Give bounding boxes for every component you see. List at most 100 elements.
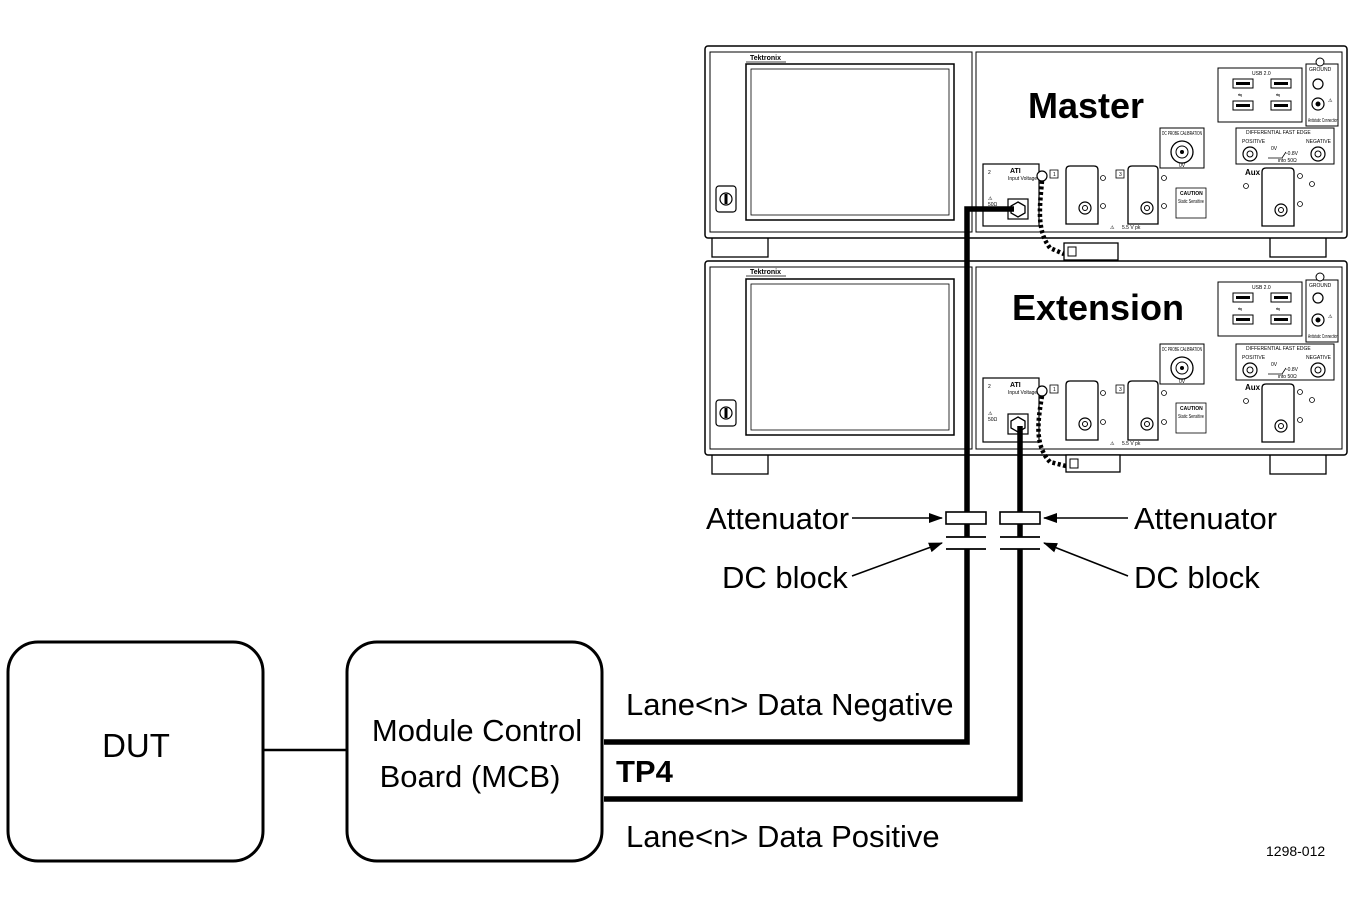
warning-icon: ⚠ — [988, 411, 993, 417]
warning-icon: ⚠ — [1110, 441, 1115, 447]
master-brand: Tektronix — [750, 55, 781, 62]
svg-text:NEGATIVE: NEGATIVE — [1306, 139, 1332, 145]
usb-icon: ⇋ — [1238, 93, 1242, 99]
svg-text:USB 2.0: USB 2.0 — [1252, 285, 1271, 291]
master-foot-right — [1269, 236, 1327, 258]
svg-text:1: 1 — [1053, 172, 1056, 178]
extension-foot-right — [1269, 453, 1327, 475]
svg-text:ATI: ATI — [1010, 382, 1021, 389]
cable-negative — [604, 206, 1014, 745]
dc-block-left — [940, 536, 992, 550]
extension-dc-probe-cal: DC PROBE CALIBRATION 0V — [1159, 343, 1205, 385]
svg-text:3: 3 — [1119, 172, 1122, 178]
extension-caution-label: CAUTION Static Sensitive — [1175, 402, 1207, 434]
svg-text:into 50Ω: into 50Ω — [1278, 158, 1297, 164]
svg-text:0V: 0V — [1271, 362, 1278, 368]
extension-ati-input: 2 ATI Input Voltage ⚠ 50Ω — [982, 377, 1040, 443]
extension-diff-fast-edge: DIFFERENTIAL FAST EDGE POSITIVE NEGATIVE… — [1235, 343, 1335, 381]
svg-text:POSITIVE: POSITIVE — [1242, 139, 1266, 145]
extension-foot-left — [711, 453, 769, 475]
label-dc-block-left: DC block — [722, 560, 848, 595]
svg-text:-0.8V: -0.8V — [1286, 151, 1299, 157]
attenuator-right — [999, 511, 1041, 525]
svg-text:5.5 V pk: 5.5 V pk — [1122, 441, 1141, 447]
svg-text:DC PROBE CALIBRATION: DC PROBE CALIBRATION — [1162, 131, 1202, 137]
extension-channel-1: 1 — [1049, 380, 1106, 441]
svg-text:0V: 0V — [1179, 379, 1186, 385]
svg-text:2: 2 — [988, 170, 991, 176]
svg-text:GROUND: GROUND — [1309, 283, 1332, 289]
svg-text:DC PROBE CALIBRATION: DC PROBE CALIBRATION — [1162, 347, 1202, 353]
svg-text:Input Voltage: Input Voltage — [1008, 390, 1037, 396]
extension-power-button — [715, 399, 737, 427]
master-diff-fast-edge: DIFFERENTIAL FAST EDGE POSITIVE NEGATIVE… — [1235, 127, 1335, 165]
master-channel-1: 1 — [1049, 165, 1106, 225]
extension-name: Extension — [1012, 287, 1184, 328]
usb-icon: ⇋ — [1238, 307, 1242, 313]
svg-text:50Ω: 50Ω — [988, 417, 998, 423]
dut-block: DUT — [6, 640, 265, 863]
mcb-label-line1: Module Control — [372, 713, 582, 748]
master-usb-panel: USB 2.0 ⇋ ⇋ — [1217, 67, 1303, 123]
svg-text:Static Sensitive: Static Sensitive — [1178, 199, 1204, 205]
inline-components — [940, 511, 1046, 550]
extension-display — [745, 278, 955, 436]
dut-label: DUT — [102, 727, 170, 764]
master-display — [745, 63, 955, 221]
svg-text:3: 3 — [1119, 387, 1122, 393]
cable-positive — [604, 426, 1023, 802]
master-instrument: Tektronix Master USB 2.0 ⇋ ⇋ — [704, 45, 1348, 261]
label-attenuator-right: Attenuator — [1134, 501, 1277, 536]
svg-text:Antistatic Connection: Antistatic Connection — [1308, 334, 1338, 340]
svg-text:CAUTION: CAUTION — [1180, 191, 1203, 197]
dc-block-right — [994, 536, 1046, 550]
label-dc-block-right: DC block — [1134, 560, 1260, 595]
svg-text:DIFFERENTIAL FAST EDGE: DIFFERENTIAL FAST EDGE — [1246, 130, 1311, 136]
master-aux-in: Aux In — [1243, 167, 1315, 227]
svg-text:ATI: ATI — [1010, 168, 1021, 175]
svg-text:NEGATIVE: NEGATIVE — [1306, 355, 1332, 361]
usb-icon: ⇋ — [1276, 93, 1280, 99]
master-foot-left — [711, 236, 769, 258]
label-tp4: TP4 — [616, 754, 674, 789]
svg-text:50Ω: 50Ω — [988, 202, 998, 208]
arrow-dc-block-left — [851, 542, 943, 577]
figure-number: 1298-012 — [1266, 843, 1325, 859]
master-ati-input: 2 ATI Input Voltage ⚠ 50Ω — [982, 163, 1040, 227]
svg-text:Antistatic Connection: Antistatic Connection — [1308, 118, 1338, 124]
svg-text:Input Voltage: Input Voltage — [1008, 176, 1037, 182]
svg-text:5.5 V pk: 5.5 V pk — [1122, 225, 1141, 231]
master-ground-panel: GROUND ⚠ Antistatic Connection — [1305, 57, 1339, 127]
master-front-left — [709, 51, 973, 233]
extension-aux-in: Aux In — [1243, 383, 1315, 443]
label-attenuator-left: Attenuator — [706, 501, 849, 536]
svg-text:1: 1 — [1053, 387, 1056, 393]
label-lane-positive: Lane<n> Data Positive — [626, 819, 940, 854]
master-ground-strap — [1036, 170, 1119, 261]
svg-text:0V: 0V — [1179, 163, 1186, 169]
svg-text:DIFFERENTIAL FAST EDGE: DIFFERENTIAL FAST EDGE — [1246, 346, 1311, 352]
svg-text:0V: 0V — [1271, 146, 1278, 152]
warning-icon: ⚠ — [1328, 314, 1333, 320]
svg-text:Static Sensitive: Static Sensitive — [1178, 414, 1204, 420]
svg-text:USB 2.0: USB 2.0 — [1252, 71, 1271, 77]
extension-ground-strap — [1036, 385, 1121, 473]
svg-text:CAUTION: CAUTION — [1180, 406, 1203, 412]
master-dc-probe-cal: DC PROBE CALIBRATION 0V — [1159, 127, 1205, 169]
svg-text:-0.8V: -0.8V — [1286, 367, 1299, 373]
warning-icon: ⚠ — [988, 196, 993, 202]
attenuator-left — [945, 511, 987, 525]
svg-text:Aux In: Aux In — [1245, 383, 1270, 392]
svg-text:GROUND: GROUND — [1309, 67, 1332, 73]
extension-ground-panel: GROUND ⚠ Antistatic Connection — [1305, 272, 1339, 343]
svg-text:2: 2 — [988, 384, 991, 390]
mcb-label-line2: Board (MCB) — [380, 759, 561, 794]
extension-instrument: Tektronix Extension USB 2.0 ⇋ ⇋ GR — [704, 260, 1348, 475]
master-front-right — [975, 51, 1343, 233]
usb-icon: ⇋ — [1276, 307, 1280, 313]
extension-channel-3: 3 — [1115, 380, 1167, 441]
svg-text:into 50Ω: into 50Ω — [1278, 374, 1297, 380]
svg-text:POSITIVE: POSITIVE — [1242, 355, 1266, 361]
label-lane-negative: Lane<n> Data Negative — [626, 687, 953, 722]
